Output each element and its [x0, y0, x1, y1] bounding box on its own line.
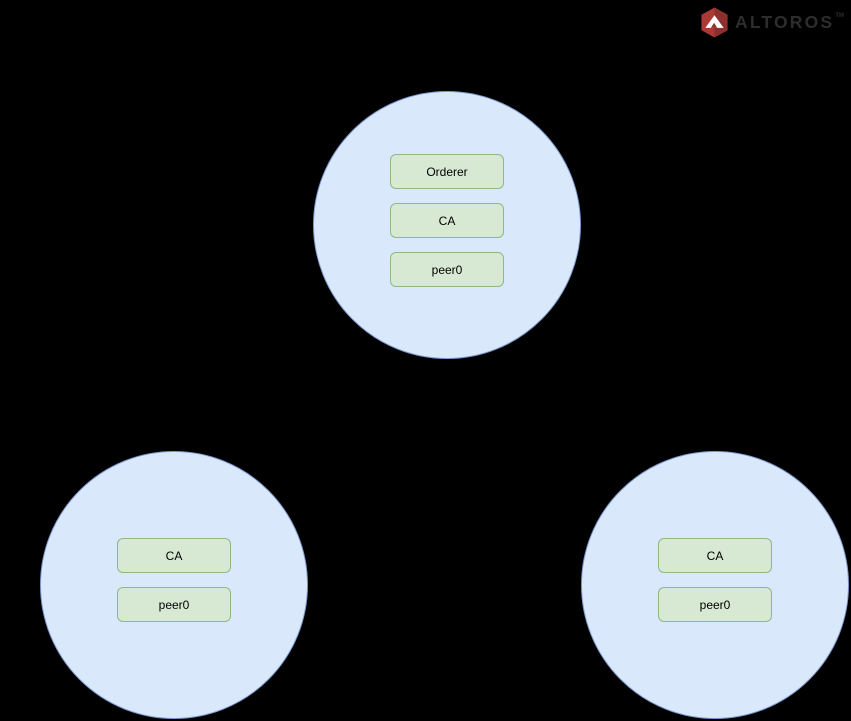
orderer-box: Orderer: [390, 154, 504, 189]
org-circle-bottom-right: CA peer0: [581, 451, 849, 719]
hexagon-shade: [714, 7, 728, 38]
altoros-logo-text: ALTOROS: [734, 12, 835, 32]
peer0-box: peer0: [390, 252, 504, 287]
altoros-logo: ALTOROS TM: [700, 7, 844, 38]
mountain-notch: [710, 22, 718, 28]
peer0-box: peer0: [117, 587, 231, 622]
peer0-box: peer0: [658, 587, 772, 622]
ca-box: CA: [390, 203, 504, 238]
altoros-hexagon-icon: [701, 7, 728, 38]
altoros-trademark: TM: [835, 13, 844, 19]
org-circle-bottom-left: CA peer0: [40, 451, 308, 719]
ca-box: CA: [117, 538, 231, 573]
mountain-icon: [705, 15, 724, 28]
ca-box: CA: [658, 538, 772, 573]
org-circle-orderer: Orderer CA peer0: [313, 91, 581, 359]
